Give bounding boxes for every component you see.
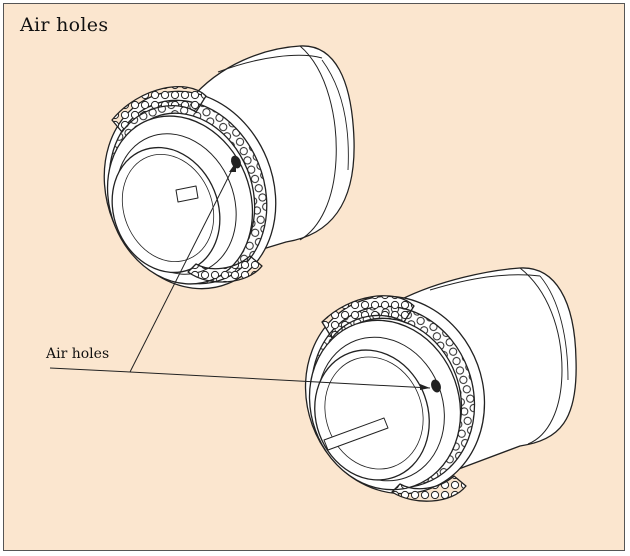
bottom-sleeve-assembly bbox=[304, 267, 577, 502]
top-sleeve-assembly bbox=[103, 45, 355, 290]
leader-to-top-air-hole bbox=[129, 161, 237, 373]
leader-to-bottom-air-hole bbox=[129, 371, 431, 389]
air-hole-leader-lines bbox=[49, 161, 431, 390]
bottom-sleeve-bore bbox=[314, 349, 430, 481]
bottom-air-hole bbox=[431, 379, 441, 393]
page-title: Air holes bbox=[20, 14, 109, 36]
air-holes-callout-label: Air holes bbox=[46, 346, 110, 362]
